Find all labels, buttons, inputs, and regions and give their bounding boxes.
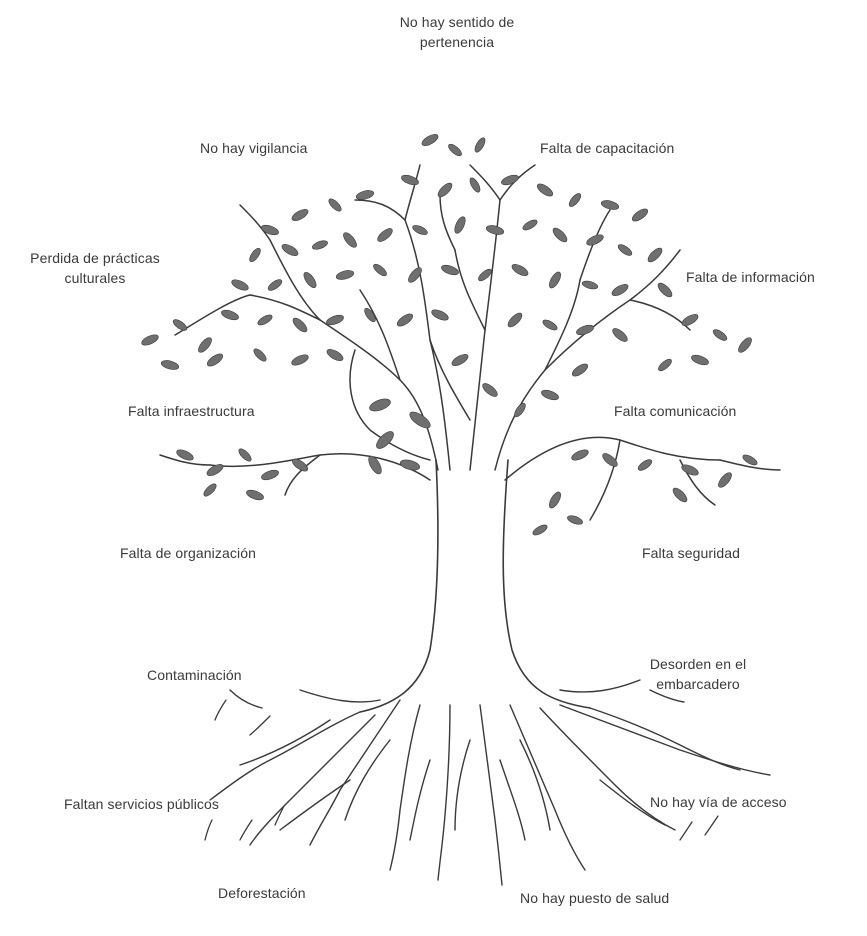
label-lack-of-security: Falta seguridad — [642, 543, 740, 563]
label-no-access-road: No hay vía de acceso — [650, 792, 787, 812]
label-lack-of-communication: Falta comunicación — [614, 401, 736, 421]
label-lack-of-information: Falta de información — [686, 267, 815, 287]
label-lack-of-infrastructure: Falta infraestructura — [128, 401, 255, 421]
label-lack-of-organization: Falta de organización — [120, 543, 256, 563]
label-sense-of-belonging: No hay sentido de pertenencia — [372, 12, 542, 52]
label-lack-of-public-services: Faltan servicios públicos — [64, 794, 219, 814]
label-pollution: Contaminación — [147, 665, 242, 685]
label-lack-of-training: Falta de capacitación — [540, 138, 674, 158]
tree-roots — [210, 680, 770, 885]
label-disorder-at-dock: Desorden en el embarcadero — [628, 654, 768, 694]
tree-leaves — [140, 132, 759, 537]
label-no-health-post: No hay puesto de salud — [520, 888, 669, 908]
label-deforestation: Deforestación — [218, 883, 306, 903]
label-loss-of-cultural-practices: Perdida de prácticas culturales — [10, 248, 180, 288]
label-no-surveillance: No hay vigilancia — [200, 138, 308, 158]
